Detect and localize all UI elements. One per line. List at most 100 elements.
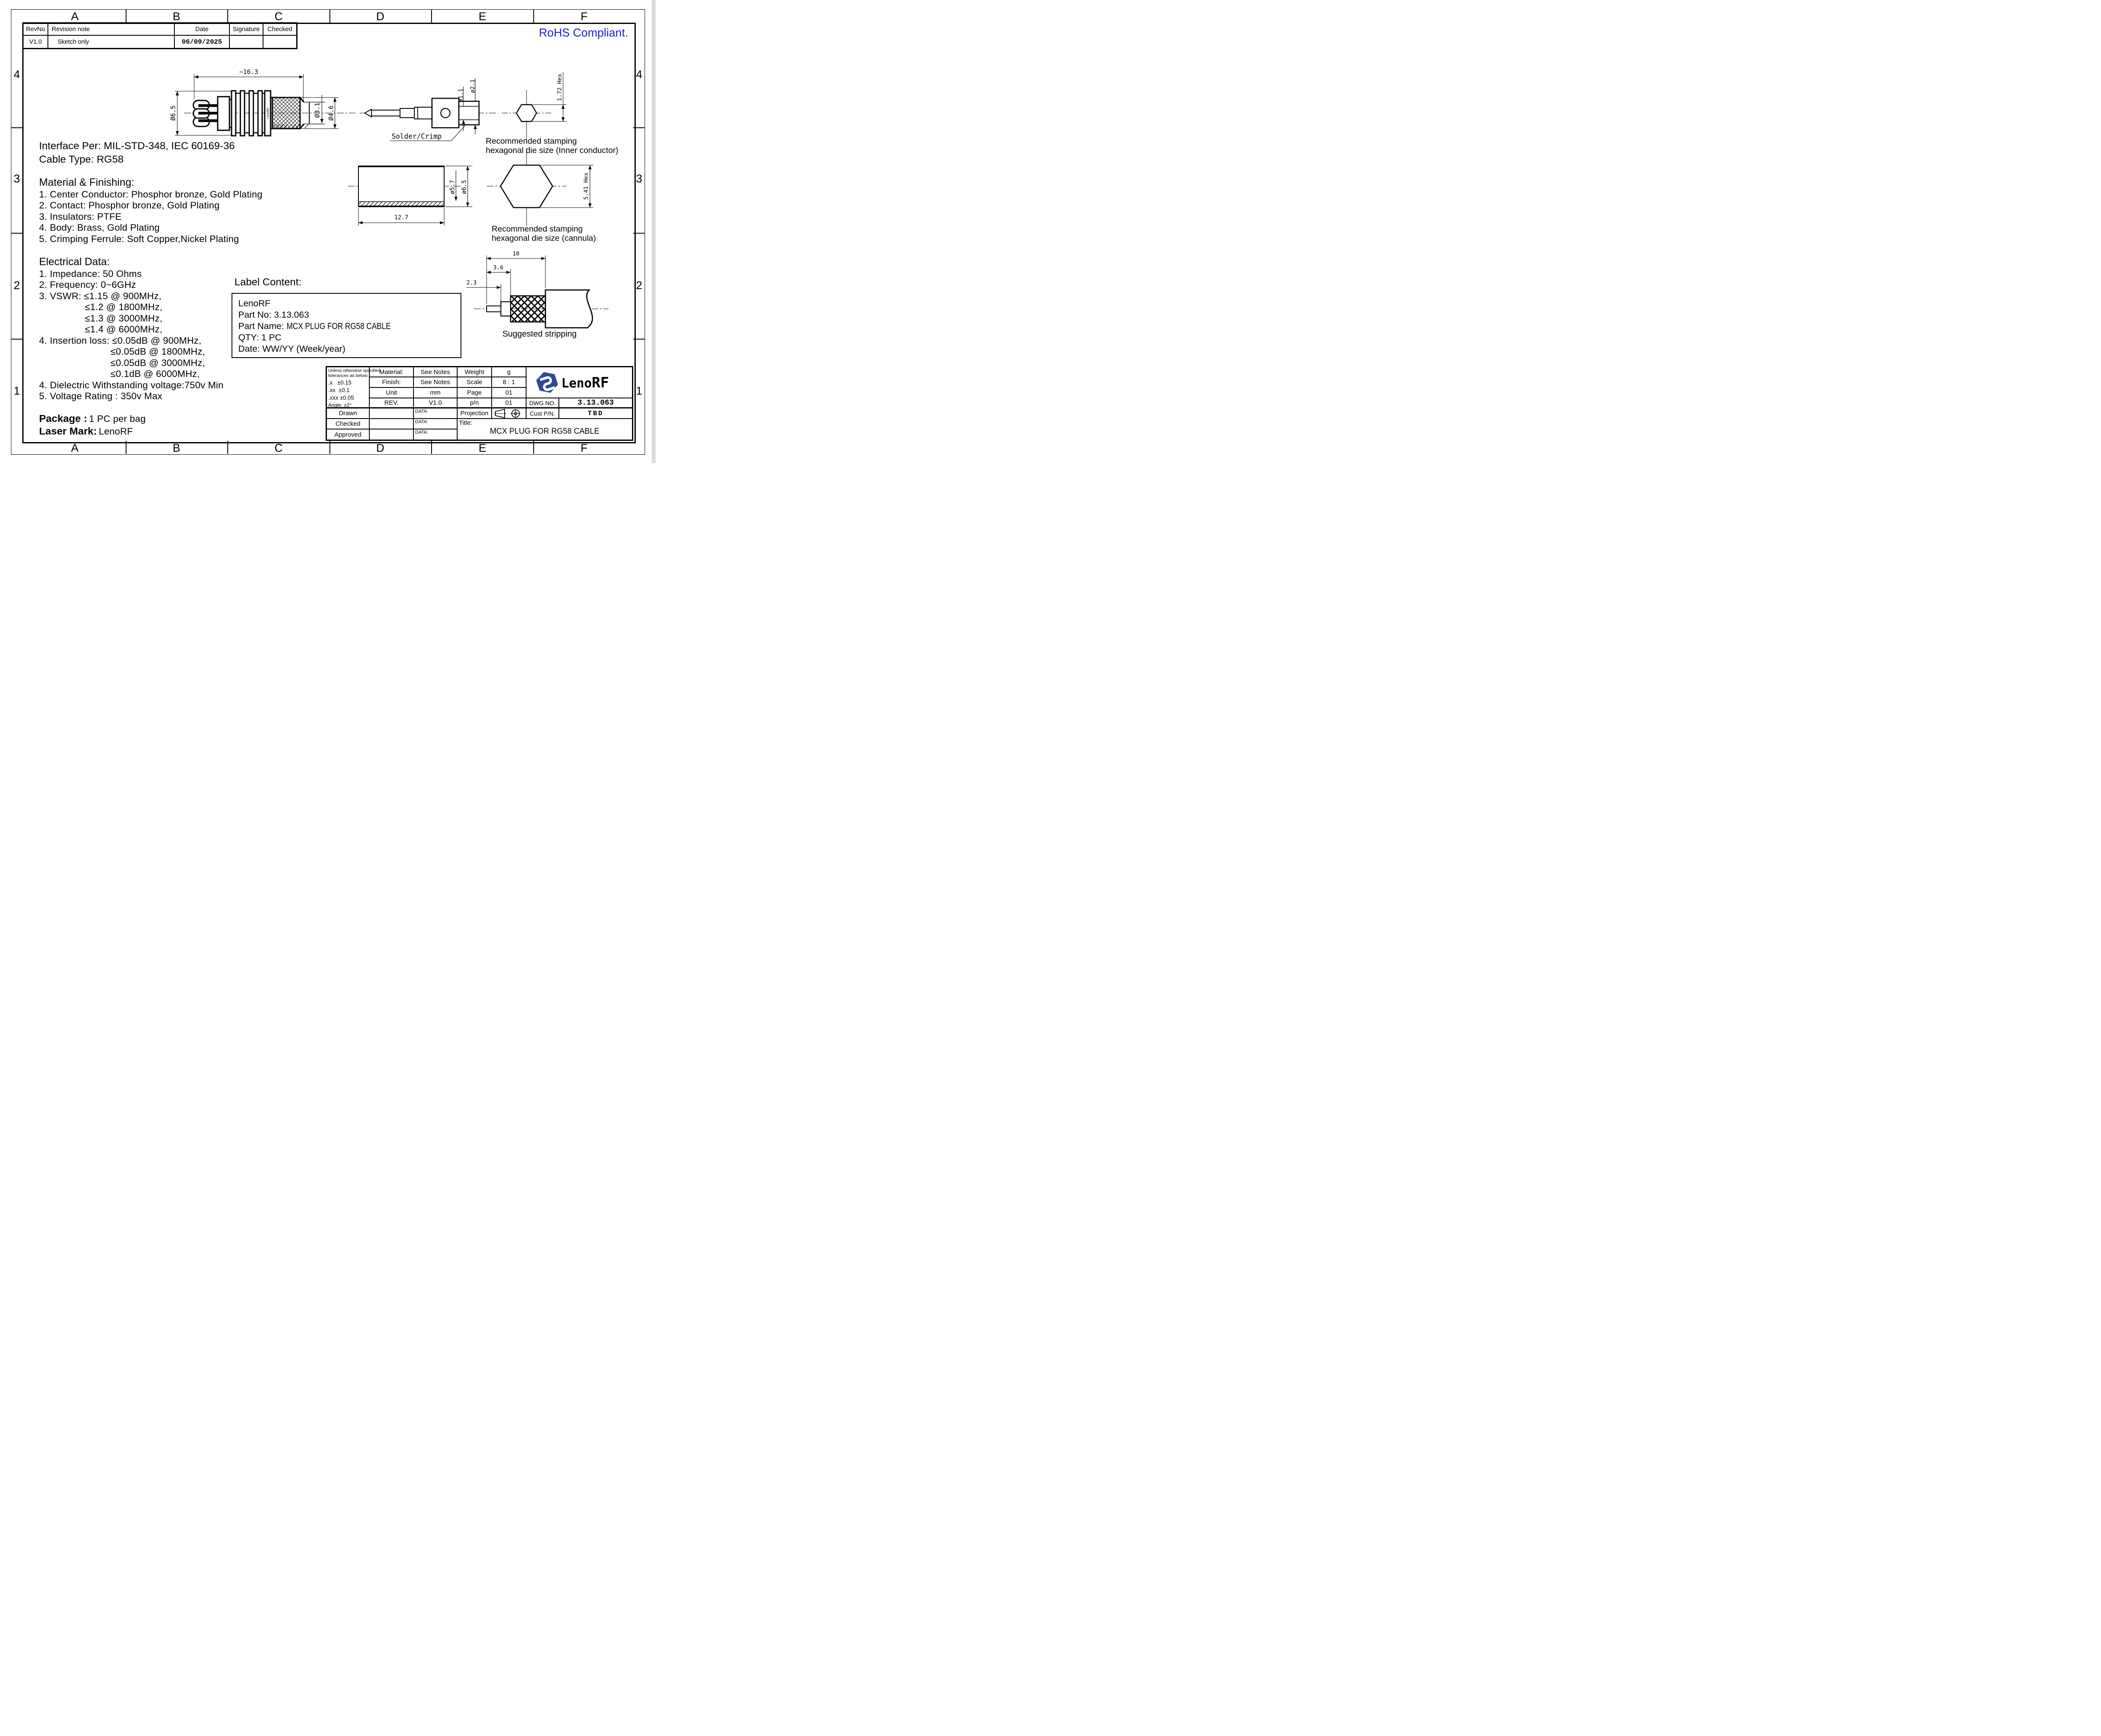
zone-letter-top: A [71, 10, 79, 23]
logo-text-rf: RF [592, 374, 609, 391]
logo-hexagon-icon [536, 372, 558, 393]
label-content-heading: Label Content: [234, 277, 302, 288]
label-content-box: LenoRF Part No: 3.13.063 Part Name: MCX … [232, 293, 461, 358]
pn-label: p/n [458, 398, 492, 408]
checked-signature [370, 419, 414, 429]
revision-header-note: Revision note [48, 24, 175, 36]
zone-tick [431, 9, 432, 23]
label-part-no: Part No: 3.13.063 [238, 310, 309, 320]
sheet-outer-border [11, 9, 645, 455]
material-value: See Notes [414, 367, 458, 377]
unit-label: Unit [370, 388, 414, 398]
zone-tick [11, 339, 22, 340]
zone-tick [11, 233, 22, 234]
drawn-date: DATA: [414, 408, 458, 419]
label-part-name-label: Part Name: [238, 321, 284, 331]
projection-label: Projection [458, 408, 492, 419]
lenorf-logo: LenoRF [536, 372, 609, 393]
zone-tick [633, 127, 645, 128]
note-material-item: 5. Crimping Ferrule: Soft Copper,Nickel … [39, 234, 239, 244]
zone-number-right: 2 [636, 279, 642, 292]
page-label: Page [458, 388, 492, 398]
note-interface: Interface Per: MIL-STD-348, IEC 60169-36 [39, 140, 235, 152]
drawn-label: Drawn [327, 408, 370, 419]
note-electrical-item: ≤0.05dB @ 3000MHz, [111, 358, 205, 368]
note-electrical-item: ≤0.05dB @ 1800MHz, [111, 346, 205, 357]
title-block: Unless otherwise specified, tolerances a… [326, 366, 633, 441]
tol-value: ±0.15 [337, 379, 352, 386]
page-value: 01 [492, 388, 527, 398]
zone-letter-bottom: E [478, 442, 486, 454]
note-electrical-item: 2. Frequency: 0~6GHz [39, 279, 136, 290]
checked-label: Checked [327, 419, 370, 429]
revision-table: RevNo Revision note Date Signature Check… [22, 22, 298, 49]
tol-label: .xx [328, 387, 336, 393]
zone-tick [11, 127, 22, 128]
note-electrical-item: 4. Dielectric Withstanding voltage:750v … [39, 380, 224, 390]
page-edge-shadow [652, 0, 656, 463]
tolerance-x: .x ±0.15 [328, 379, 351, 386]
svg-text:LenoRF: LenoRF [561, 374, 609, 391]
label-date: Date: WW/YY (Week/year) [238, 344, 345, 354]
weight-value: g [492, 367, 527, 377]
zone-number-right: 3 [636, 172, 642, 185]
zone-number-left: 3 [13, 172, 20, 185]
tol-value: ±0.05 [340, 395, 354, 401]
zone-number-left: 2 [13, 279, 20, 292]
finish-value: See Notes [414, 377, 458, 388]
label-part-name-value: MCX PLUG FOR RG58 CABLE [286, 321, 391, 331]
zone-letter-top: C [274, 10, 283, 23]
zone-tick [329, 9, 330, 23]
zone-letter-bottom: D [376, 442, 384, 454]
zone-letter-bottom: C [274, 442, 283, 454]
tol-label: .x [328, 379, 333, 386]
note-material-item: 3. Insulators: PTFE [39, 211, 122, 222]
note-electrical-item: ≤1.2 @ 1800MHz, [85, 302, 163, 312]
note-laser-mark: Laser Mark: LenoRF [39, 426, 133, 437]
dwg-no-label: DWG NO. [527, 398, 559, 408]
zone-tick [227, 9, 228, 23]
projection-symbol [494, 408, 521, 418]
approved-label: Approved [327, 429, 370, 440]
package-label: Package : [39, 413, 87, 424]
zone-tick [329, 441, 330, 454]
zone-letter-top: E [478, 10, 486, 23]
zone-letter-top: F [580, 10, 588, 23]
rev-label: REV. [370, 398, 414, 408]
tolerance-note-line2: tolerances as below: [328, 373, 369, 378]
zone-tick [533, 9, 534, 23]
rev-value: V1.0 [414, 398, 458, 408]
note-material-item: 4. Body: Brass, Gold Plating [39, 222, 160, 233]
zone-tick [227, 441, 228, 454]
tolerance-angle: Angle: ±2° [328, 402, 351, 408]
tolerance-xxx: .xxx ±0.05 [328, 395, 354, 401]
package-value: 1 PC per bag [89, 414, 146, 424]
note-material-item: 1. Center Conductor: Phosphor bronze, Go… [39, 189, 263, 200]
label-qty: QTY: 1 PC [238, 332, 282, 342]
tol-label: Angle: [328, 402, 343, 408]
approved-signature [370, 429, 414, 440]
checked-date: DATA: [414, 419, 458, 429]
scale-label: Scale [458, 377, 492, 388]
drawing-sheet: A B C D E F A B C D E F 4 3 2 1 4 3 2 1 … [0, 0, 656, 463]
revision-row-note: Sketch only [48, 36, 175, 48]
zone-letter-bottom: F [580, 442, 588, 454]
unit-value: mm [414, 388, 458, 398]
label-brand: LenoRF [238, 298, 271, 308]
note-electrical-item: 5. Voltage Rating : 350v Max [39, 391, 163, 401]
weight-label: Weight [458, 367, 492, 377]
cust-pn-label: Cust P/N. [527, 408, 559, 419]
logo-cell: LenoRF [527, 367, 632, 398]
zone-number-left: 4 [13, 68, 20, 81]
projection-symbol-cell [492, 408, 527, 419]
label-part-name: Part Name: MCX PLUG FOR RG58 CABLE [238, 321, 461, 332]
zone-letter-top: B [172, 10, 180, 23]
revision-row-date: 06/09/2025 [175, 36, 230, 48]
revision-header-revno: RevNo [24, 24, 48, 36]
tolerance-note-line1: Unless otherwise specified, [328, 368, 382, 373]
zone-tick [533, 441, 534, 454]
zone-letter-top: D [376, 10, 384, 23]
drawing-title: MCX PLUG FOR RG58 CABLE [490, 427, 600, 436]
dwg-no-value: 3.13.063 [559, 398, 632, 408]
note-electrical-item: 4. Insertion loss: ≤0.05dB @ 900MHz, [39, 335, 202, 346]
